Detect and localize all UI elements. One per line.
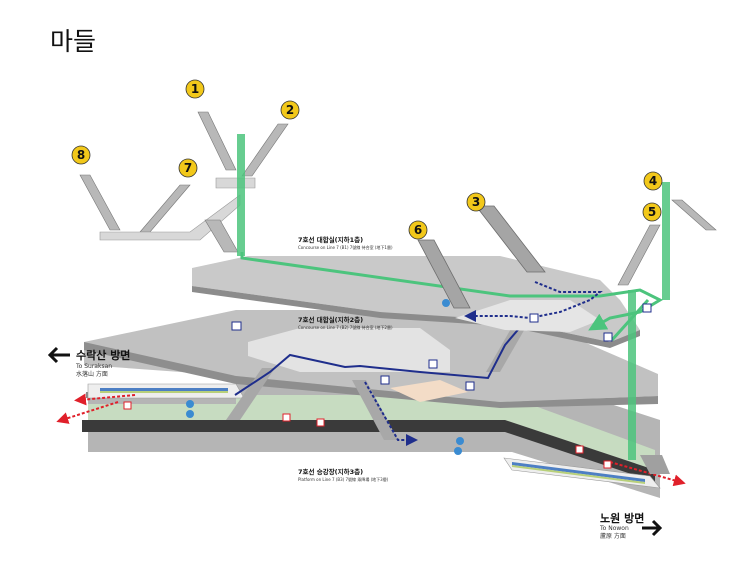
exit-1-2-landing [216, 178, 255, 188]
svg-text:5: 5 [648, 205, 656, 219]
direction-right-en: To Nowon [599, 525, 629, 532]
exit-badge-2: 2 [281, 101, 299, 119]
arrow-right-icon [642, 521, 660, 535]
svg-text:6: 6 [414, 223, 422, 237]
exit-badge-5: 5 [643, 203, 661, 221]
level-b3-sub: Platform on Line 7 (B3) 7號線 乘降場 (地下3層) [298, 476, 389, 482]
exit-1-2-to-b1 [205, 220, 238, 252]
elevator-icon [456, 437, 464, 445]
elevator-shaft-1-2 [237, 134, 245, 256]
exit-badge-4: 4 [644, 172, 662, 190]
sign-square [124, 402, 131, 409]
exit-badge-8: 8 [72, 146, 90, 164]
svg-text:2: 2 [286, 103, 294, 117]
sign-square [604, 333, 612, 341]
exit-badge-3: 3 [467, 193, 485, 211]
direction-right: 노원 방면 To Nowon 蘆原 方面 [599, 511, 660, 540]
direction-right-cn: 蘆原 方面 [600, 532, 626, 540]
sign-square [317, 419, 324, 426]
direction-left-en: To Suraksan [75, 363, 112, 370]
level-b1-name: 7호선 대합실(지하1층) [298, 235, 363, 244]
exit-1-stairs [198, 112, 236, 170]
elevator-icon [454, 447, 462, 455]
level-b2-name: 7호선 대합실(지하2층) [298, 315, 363, 324]
elevator-shaft-4 [662, 182, 670, 300]
direction-right-name: 노원 방면 [600, 511, 644, 525]
direction-left-cn: 水落山 方面 [76, 370, 108, 378]
sign-square [381, 376, 389, 384]
elevator-icon [186, 410, 194, 418]
elevator-icon [186, 400, 194, 408]
svg-text:3: 3 [472, 195, 480, 209]
elevator-shaft-5 [628, 290, 636, 460]
arrow-left-icon [50, 348, 70, 362]
exit-badge-6: 6 [409, 221, 427, 239]
level-b1-sub: Concourse on Line 7 (B1) 7號線 待合室 (地下1層) [298, 244, 393, 250]
sign-square [283, 414, 290, 421]
svg-text:4: 4 [649, 174, 657, 188]
sign-square [466, 382, 474, 390]
svg-text:7: 7 [184, 161, 192, 175]
elevator-icon [442, 299, 450, 307]
exit-badge-1: 1 [186, 80, 204, 98]
direction-left-name: 수락산 방면 [76, 348, 130, 362]
sign-square [643, 304, 651, 312]
sign-square [530, 314, 538, 322]
svg-text:1: 1 [191, 82, 199, 96]
level-b3-name: 7호선 승강장(지하3층) [298, 467, 363, 476]
sign-square [232, 322, 241, 330]
sign-square [604, 461, 611, 468]
svg-text:8: 8 [77, 148, 85, 162]
exit-2-stairs [242, 124, 288, 176]
sign-square [576, 446, 583, 453]
exit-5-stairs [618, 225, 660, 285]
exit-8-stairs [80, 175, 120, 230]
exit-7-stairs [140, 185, 190, 232]
exit-4-stairs [672, 200, 716, 230]
exit-badge-7: 7 [179, 159, 197, 177]
level-b2-sub: Concourse on Line 7 (B2) 7號線 待合室 (地下2層) [298, 324, 393, 330]
train-left [88, 384, 244, 398]
sign-square [429, 360, 437, 368]
